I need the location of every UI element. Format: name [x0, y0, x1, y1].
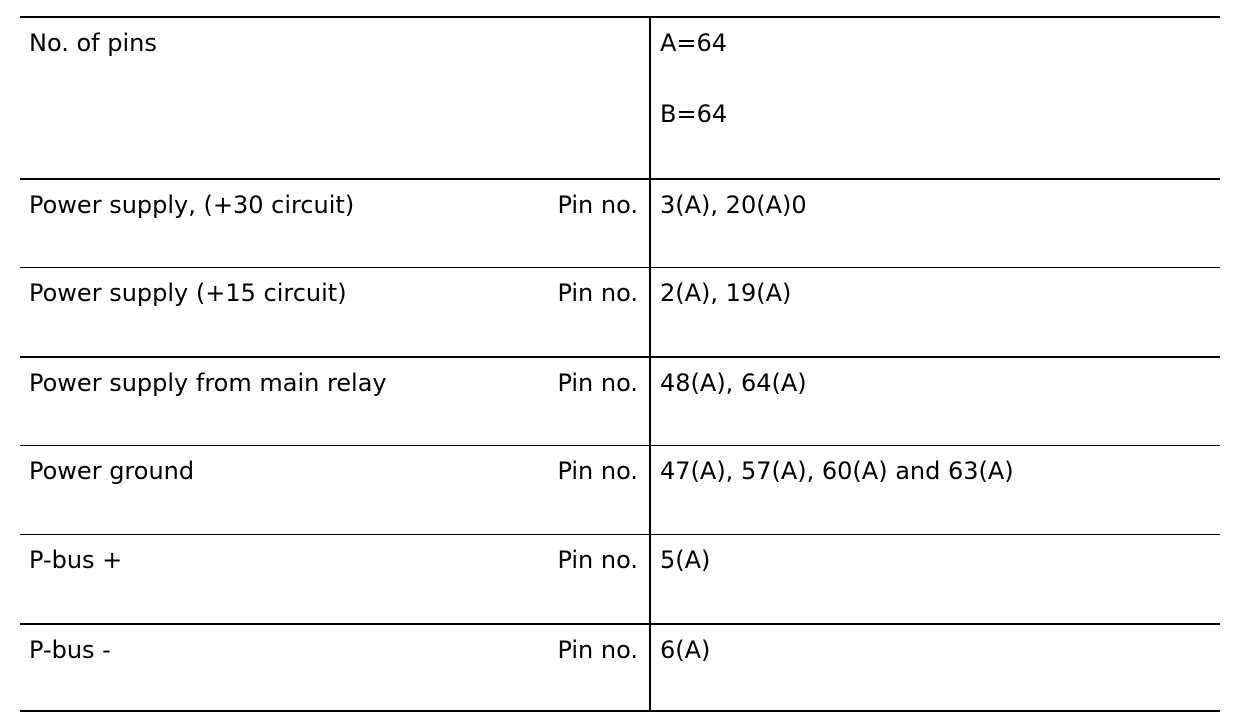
pin-count-a: A=64 [660, 29, 728, 57]
row-label: Power ground [29, 457, 195, 485]
table-row: P-bus + Pin no. 5(A) [20, 534, 1220, 623]
row-label: P-bus + [29, 546, 123, 574]
row-label: Power supply from main relay [29, 369, 387, 397]
pin-value: 2(A), 19(A) [660, 279, 792, 307]
pin-value: 3(A), 20(A)0 [660, 191, 807, 219]
value-cell: 48(A), 64(A) [649, 357, 1222, 445]
pin-no-label: Pin no. [557, 369, 638, 397]
pin-count-b: B=64 [660, 100, 728, 128]
pin-no-label: Pin no. [557, 191, 638, 219]
pin-spec-table: No. of pins A=64 B=64 Power supply, (+30… [20, 16, 1220, 712]
table-row: Power supply, (+30 circuit) Pin no. 3(A)… [20, 178, 1220, 267]
pin-value: 47(A), 57(A), 60(A) and 63(A) [660, 457, 1014, 485]
pin-no-label: Pin no. [557, 279, 638, 307]
pin-value: 5(A) [660, 546, 711, 574]
value-cell: 5(A) [649, 534, 1222, 623]
pin-value: 6(A) [660, 636, 711, 664]
table-row-pin-count: No. of pins A=64 B=64 [20, 16, 1220, 178]
row-label: No. of pins [29, 29, 157, 57]
table-row: P-bus - Pin no. 6(A) [20, 623, 1220, 712]
value-cell: 47(A), 57(A), 60(A) and 63(A) [649, 445, 1222, 534]
pin-no-label: Pin no. [557, 546, 638, 574]
value-cell: A=64 B=64 [649, 17, 1222, 178]
value-cell: 2(A), 19(A) [649, 267, 1222, 356]
table-row: Power supply from main relay Pin no. 48(… [20, 356, 1220, 445]
table-row: Power ground Pin no. 47(A), 57(A), 60(A)… [20, 445, 1220, 534]
row-label: P-bus - [29, 636, 111, 664]
row-label: Power supply (+15 circuit) [29, 279, 347, 307]
value-cell: 3(A), 20(A)0 [649, 179, 1222, 267]
pin-no-label: Pin no. [557, 457, 638, 485]
row-label: Power supply, (+30 circuit) [29, 191, 355, 219]
table-row: Power supply (+15 circuit) Pin no. 2(A),… [20, 267, 1220, 356]
pin-value: 48(A), 64(A) [660, 369, 807, 397]
value-cell: 6(A) [649, 624, 1222, 710]
pin-no-label: Pin no. [557, 636, 638, 664]
